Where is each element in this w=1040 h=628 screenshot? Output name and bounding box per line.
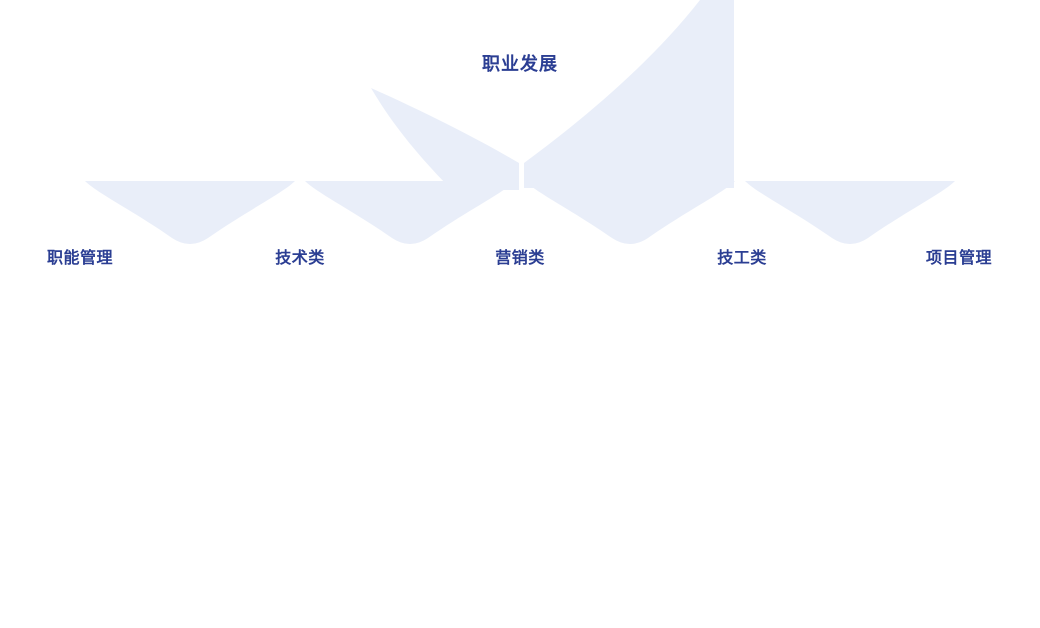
branch-node-functional-management[interactable]: 职能管理 — [46, 250, 114, 267]
branch-fan-2 — [305, 181, 515, 244]
branch-fan-1 — [85, 181, 295, 244]
link-ribbon-upper-left — [371, 88, 519, 190]
branch-node-technical[interactable]: 技术类 — [275, 250, 325, 267]
branch-node-project-management[interactable]: 项目管理 — [925, 250, 993, 267]
branch-fan-3 — [525, 181, 735, 244]
link-ribbon-upper-right — [524, 0, 734, 188]
root-node-career-development[interactable]: 职业发展 — [482, 54, 558, 74]
branch-fan-4 — [745, 181, 955, 244]
branch-node-marketing[interactable]: 营销类 — [495, 250, 545, 267]
branch-node-skilled-worker[interactable]: 技工类 — [717, 250, 767, 267]
